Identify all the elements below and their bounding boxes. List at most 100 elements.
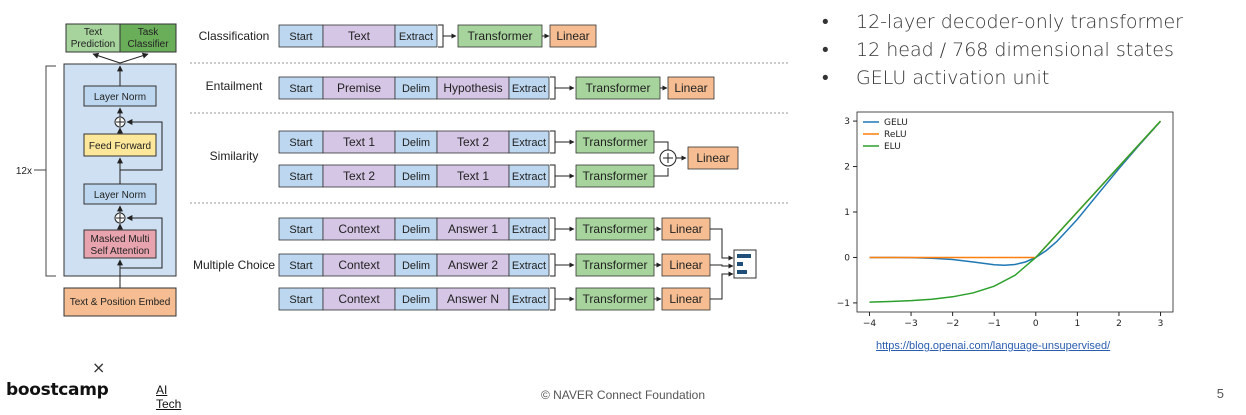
token-label: Text 1 <box>457 169 489 183</box>
token-label: Text 2 <box>343 169 375 183</box>
token-box <box>508 253 550 277</box>
bullet-item: GELU activation unit <box>818 64 1238 92</box>
x-tick-label: 3 <box>1158 319 1164 329</box>
logo-cross-mark: × <box>92 358 106 377</box>
token-label: Extract <box>512 224 546 236</box>
similarity-linear-label: Linear <box>696 151 729 165</box>
text-prediction-line2: Prediction <box>71 39 115 50</box>
bracket <box>550 76 556 100</box>
x-tick-label: 2 <box>1116 319 1122 329</box>
y-tick-label: 0 <box>844 253 850 263</box>
y-tick-label: 2 <box>844 163 850 173</box>
y-tick-label: 1 <box>844 208 850 218</box>
token-label: Extract <box>399 31 433 43</box>
token-box <box>394 24 438 48</box>
token-label: Text 1 <box>343 135 375 149</box>
token-label: Premise <box>337 81 381 95</box>
classification-linear-box <box>549 24 597 48</box>
page-number: 5 <box>1216 386 1224 401</box>
similarity-transformer-label: Transformer <box>583 135 648 149</box>
bracket <box>550 217 556 241</box>
sum-icon-cross <box>663 153 673 163</box>
legend-label: GELU <box>884 118 908 128</box>
repeat-count-label: 12x <box>16 166 32 177</box>
similarity-transformer-label: Transformer <box>583 169 648 183</box>
multiple-choice-linear-label: Linear <box>669 258 702 272</box>
token-label: Text <box>348 29 371 43</box>
feed-forward-label: Feed Forward <box>89 141 151 152</box>
y-tick-label: −1 <box>837 299 850 309</box>
task-classifier-line1: Task <box>138 27 160 38</box>
token-label: Delim <box>402 224 430 236</box>
entailment-linear-box <box>667 76 715 100</box>
series-line-elu <box>869 120 1162 303</box>
attention-line2: Self Attention <box>91 246 150 257</box>
token-label: Start <box>289 83 312 95</box>
token-label: Delim <box>402 137 430 149</box>
text-position-embed-label: Text & Position Embed <box>70 297 171 308</box>
token-label: Context <box>338 222 380 236</box>
bullet-item: 12-layer decoder-only transformer <box>818 8 1238 36</box>
token-box <box>508 130 550 154</box>
text-prediction-line1: Text <box>84 27 103 38</box>
token-label: Extract <box>512 171 546 183</box>
merge-line <box>654 168 669 177</box>
token-label: Extract <box>512 83 546 95</box>
x-tick-label: −2 <box>946 319 959 329</box>
multiple-choice-transformer-label: Transformer <box>583 258 648 272</box>
token-box <box>508 76 550 100</box>
token-label: Hypothesis <box>443 81 502 95</box>
x-tick-label: −4 <box>863 319 877 329</box>
softmax-bar <box>737 270 747 274</box>
x-tick-label: −1 <box>988 319 1001 329</box>
similarity-label: Similarity <box>210 149 259 163</box>
classification-linear-label: Linear <box>556 29 589 43</box>
bracket <box>550 287 556 311</box>
x-tick-label: 1 <box>1075 319 1081 329</box>
token-label: Answer 1 <box>448 222 498 236</box>
token-label: Delim <box>402 171 430 183</box>
entailment-label: Entailment <box>206 79 263 93</box>
classification-label: Classification <box>199 29 270 43</box>
multiple-choice-linear-label: Linear <box>669 222 702 236</box>
boostcamp-logo: × boostcamp AI Tech <box>6 358 186 411</box>
merge-line <box>654 141 669 150</box>
layer-norm-top-label: Layer Norm <box>94 92 146 103</box>
softmax-bar <box>737 254 751 258</box>
choice-arrow <box>710 228 734 261</box>
token-label: Start <box>289 137 312 149</box>
token-label: Text 2 <box>457 135 489 149</box>
token-label: Extract <box>512 294 546 306</box>
source-link[interactable]: https://blog.openai.com/language-unsuper… <box>876 340 1111 352</box>
bracket <box>550 253 556 277</box>
entailment-linear-label: Linear <box>674 81 707 95</box>
token-box <box>508 217 550 241</box>
token-label: Delim <box>402 83 430 95</box>
legend-label: ReLU <box>884 130 907 140</box>
token-label: Delim <box>402 294 430 306</box>
legend-label: ELU <box>884 142 901 152</box>
model-facts-list: 12-layer decoder-only transformer 12 hea… <box>818 8 1238 92</box>
task-classifier-box <box>119 23 177 53</box>
logo-subtitle: AI Tech <box>156 383 182 411</box>
token-label: Start <box>289 224 312 236</box>
masked-self-attention-box <box>83 229 157 259</box>
token-label: Context <box>338 258 380 272</box>
plot-frame <box>856 111 1174 313</box>
layer-norm-bottom-label: Layer Norm <box>94 190 146 201</box>
similarity-linear-box <box>687 146 739 170</box>
choice-arrow <box>710 263 734 269</box>
token-label: Start <box>289 31 312 43</box>
multiple-choice-linear-label: Linear <box>669 292 702 306</box>
attention-line1: Masked Multi <box>91 234 150 245</box>
bracket <box>438 24 444 48</box>
multiple-choice-transformer-label: Transformer <box>583 222 648 236</box>
task-classifier-line2: Classifier <box>127 39 169 50</box>
token-label: Extract <box>512 260 546 272</box>
token-label: Start <box>289 171 312 183</box>
